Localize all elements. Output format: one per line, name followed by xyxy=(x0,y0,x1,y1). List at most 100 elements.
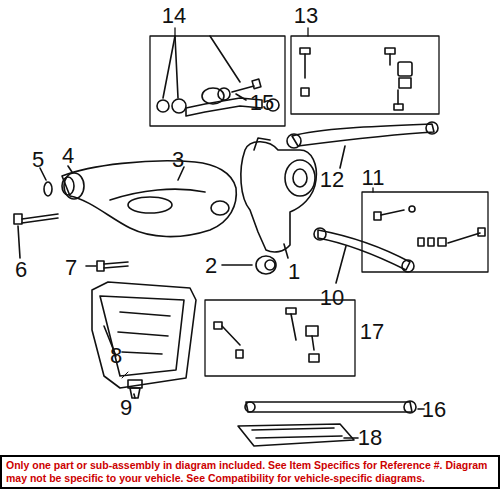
callout-number: 13 xyxy=(294,5,318,27)
drawing-stroke xyxy=(300,48,310,54)
callout-number: 16 xyxy=(422,399,446,421)
drawing-stroke xyxy=(14,214,22,224)
drawing-stroke xyxy=(238,424,354,446)
drawing-stroke xyxy=(301,88,309,96)
drawing-stroke xyxy=(222,264,252,266)
drawing-stroke xyxy=(62,161,236,237)
drawing-stroke xyxy=(389,54,391,65)
drawing-stroke xyxy=(385,48,395,54)
drawing-stroke xyxy=(291,36,439,114)
drawing-stroke xyxy=(398,62,412,76)
notice-box: Only one part or sub-assembly in diagram… xyxy=(0,455,500,489)
drawing-stroke xyxy=(381,210,404,215)
drawing-stroke xyxy=(104,262,128,264)
callout-number: 1 xyxy=(288,261,300,283)
drawing-stroke xyxy=(252,79,261,89)
shield-18 xyxy=(238,424,358,446)
callout-number: 14 xyxy=(162,5,186,27)
drawing-stroke xyxy=(409,206,415,212)
drawing-stroke xyxy=(134,394,135,398)
drawing-stroke xyxy=(478,228,485,236)
drawing-stroke xyxy=(86,265,96,267)
drawing-stroke xyxy=(157,100,169,112)
drawing-stroke xyxy=(18,226,20,258)
drawing-stroke xyxy=(205,300,355,376)
drawing-stroke xyxy=(122,372,128,378)
drawing-stroke xyxy=(118,312,170,354)
drawing-stroke xyxy=(394,104,403,110)
drawing-stroke xyxy=(100,296,184,376)
drawing-stroke xyxy=(285,160,315,196)
drawing-stroke xyxy=(211,201,229,215)
drawing-stroke xyxy=(374,212,381,220)
drawing-stroke xyxy=(293,169,307,187)
drawing-stroke xyxy=(236,94,246,100)
drawing-stroke xyxy=(438,238,446,246)
drawing-stroke xyxy=(110,189,205,200)
callout-number: 15 xyxy=(250,92,274,114)
link-bolts-13 xyxy=(300,48,412,110)
drawing-stroke xyxy=(292,124,434,146)
bolts-17 xyxy=(214,308,319,362)
drawing-stroke xyxy=(44,182,52,196)
drawing-stroke xyxy=(309,354,319,362)
drawing-stroke xyxy=(163,36,175,98)
callout-number: 11 xyxy=(362,167,385,189)
lower-link-10 xyxy=(314,228,414,283)
drawing-stroke xyxy=(218,88,230,100)
drawing-stroke xyxy=(246,402,412,412)
arm-bolts-11 xyxy=(374,206,485,246)
drawing-stroke xyxy=(402,260,414,272)
drawing-stroke xyxy=(245,402,255,412)
drawing-stroke xyxy=(252,428,342,438)
bolt-7 xyxy=(86,261,128,271)
drawing-stroke xyxy=(97,261,104,271)
drawing-stroke xyxy=(291,314,296,340)
callout-number: 8 xyxy=(110,345,122,367)
callout-number: 2 xyxy=(205,255,217,277)
drawing-stroke xyxy=(174,28,175,36)
drawing-stroke xyxy=(172,99,186,113)
bushing-2 xyxy=(222,256,276,274)
drawing-stroke xyxy=(344,437,358,439)
drawing-stroke xyxy=(150,36,285,126)
drawing-stroke xyxy=(340,146,345,168)
lower-control-arm-3 xyxy=(62,161,236,237)
drawing-stroke xyxy=(210,36,240,82)
drawing-stroke xyxy=(448,233,480,243)
drawing-stroke xyxy=(284,244,288,258)
link-16 xyxy=(245,401,424,413)
drawing-stroke xyxy=(241,142,317,252)
group-brackets xyxy=(150,28,488,376)
callout-number: 5 xyxy=(32,149,44,171)
callout-number: 18 xyxy=(358,427,382,449)
shield-8 xyxy=(92,282,196,388)
drawing-stroke xyxy=(128,197,172,213)
drawing-stroke xyxy=(214,322,222,329)
drawing-stroke xyxy=(312,336,314,350)
drawing-stroke xyxy=(256,256,276,274)
drawing-stroke xyxy=(304,54,306,78)
drawing-stroke xyxy=(286,308,296,314)
upper-link-14 xyxy=(157,36,279,116)
drawing-stroke xyxy=(104,266,128,268)
callout-number: 7 xyxy=(65,257,77,279)
callout-number: 3 xyxy=(172,149,184,171)
knuckle-1 xyxy=(241,138,317,258)
drawing-stroke xyxy=(307,28,308,36)
drawing-stroke xyxy=(128,380,142,388)
drawing-stroke xyxy=(62,177,74,195)
drawing-stroke xyxy=(336,246,346,283)
drawing-stroke xyxy=(399,78,411,88)
callout-number: 17 xyxy=(360,321,384,343)
callout-number: 9 xyxy=(120,397,132,419)
drawing-stroke xyxy=(404,401,416,413)
drawing-stroke xyxy=(175,36,178,98)
drawing-stroke xyxy=(306,326,318,336)
drawing-stroke xyxy=(397,90,399,104)
drawing-stroke xyxy=(418,238,424,246)
drawing-stroke xyxy=(265,260,275,270)
drawing-stroke xyxy=(318,230,410,270)
callout-number: 10 xyxy=(320,287,344,309)
drawing-stroke xyxy=(222,326,240,345)
